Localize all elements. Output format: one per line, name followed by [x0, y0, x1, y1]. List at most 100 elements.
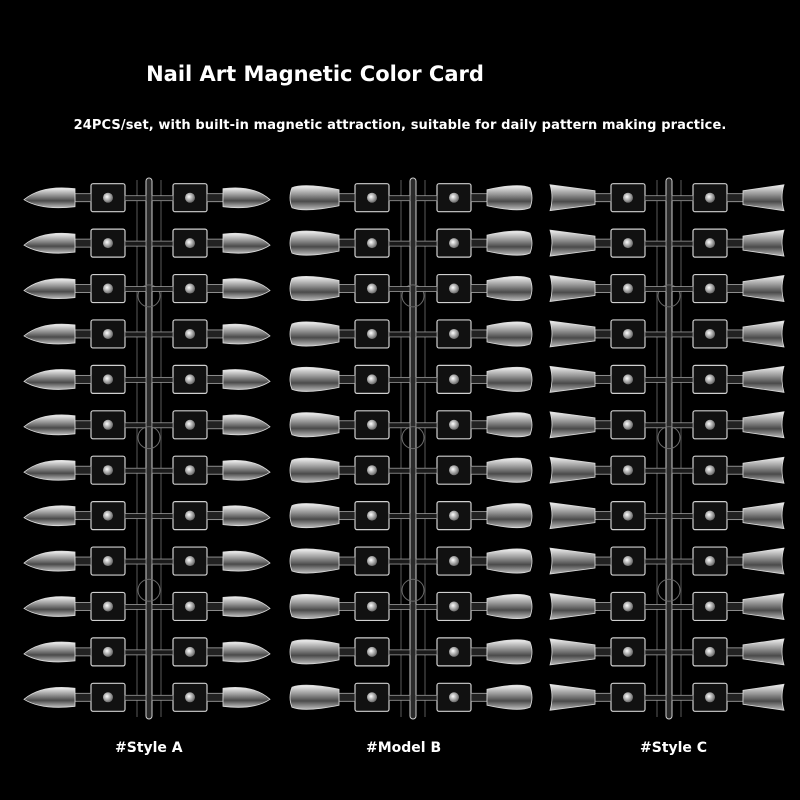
tip-arm	[388, 286, 411, 292]
tip-stem	[470, 602, 488, 611]
nail-tip	[289, 457, 340, 483]
nail-tip	[23, 278, 76, 300]
frame-connector	[401, 284, 425, 308]
tip-arm	[671, 467, 694, 474]
nail-tip	[486, 684, 533, 710]
tip-stem	[338, 193, 356, 203]
magnet-dot	[449, 283, 459, 294]
nail-tip	[742, 683, 785, 711]
nail-tip-row	[549, 273, 785, 304]
nail-tip-row	[23, 455, 271, 485]
nail-tip	[742, 547, 785, 575]
magnet-dot	[103, 328, 113, 339]
tip-stem	[726, 465, 744, 475]
color-card-style-c	[548, 176, 786, 721]
tip-arm	[388, 649, 411, 656]
magnet-dot	[185, 510, 195, 521]
tip-arm	[671, 513, 694, 520]
nail-tip-row	[549, 591, 785, 622]
magnet-dot	[705, 510, 715, 521]
tip-stem	[470, 329, 488, 339]
nail-tip	[222, 687, 271, 708]
nail-tip	[742, 229, 785, 257]
nail-tip-row	[549, 546, 785, 576]
tip-arm	[388, 604, 411, 610]
magnet-dot	[367, 465, 377, 476]
magnet-dot	[185, 192, 195, 203]
nail-tip	[222, 369, 271, 390]
tip-stem	[594, 284, 612, 293]
magnet-dot	[103, 283, 113, 294]
tip-arm	[151, 331, 174, 338]
tip-arm	[671, 558, 694, 565]
tip-stem	[206, 374, 224, 384]
nail-tip	[486, 457, 533, 483]
nail-tip	[289, 321, 340, 347]
tip-arm	[124, 694, 147, 701]
nail-tip	[222, 596, 271, 617]
nail-tip-row	[23, 364, 271, 394]
magnet-dot	[705, 374, 715, 385]
magnet-dot	[623, 238, 633, 249]
magnet-dot	[103, 556, 113, 567]
tip-arm	[671, 240, 694, 247]
tip-arm	[388, 694, 411, 701]
tip-stem	[470, 193, 488, 203]
nail-tip-row	[23, 183, 271, 213]
tip-stem	[726, 556, 744, 566]
nail-tip	[289, 593, 340, 619]
nail-tip	[23, 596, 76, 617]
frame-connector	[401, 578, 425, 602]
magnet-dot	[103, 374, 113, 385]
nail-tip	[742, 184, 785, 212]
tip-arm	[671, 195, 694, 202]
magnet-dot	[449, 465, 459, 476]
magnet-dot	[103, 465, 113, 476]
nail-tip	[486, 366, 533, 392]
tip-stem	[74, 193, 92, 203]
tip-arm	[151, 558, 174, 565]
nail-tip-row	[23, 591, 271, 622]
tip-stem	[726, 511, 744, 521]
tip-stem	[726, 647, 744, 657]
magnet-dot	[367, 646, 377, 657]
tip-arm	[151, 240, 174, 247]
nail-tip-row	[549, 319, 785, 349]
magnet-dot	[705, 328, 715, 339]
magnet-dot	[623, 510, 633, 521]
nail-tip-row	[289, 637, 533, 667]
magnet-dot	[367, 238, 377, 249]
tip-arm	[388, 558, 411, 565]
tip-arm	[671, 649, 694, 656]
nail-tip	[289, 230, 340, 256]
magnet-dot	[367, 328, 377, 339]
tip-arm	[388, 240, 411, 247]
nail-tip	[549, 683, 596, 711]
tip-stem	[726, 193, 744, 203]
nail-tip-row	[23, 319, 271, 349]
magnet-dot	[705, 465, 715, 476]
magnet-dot	[705, 646, 715, 657]
tip-stem	[594, 511, 612, 521]
magnet-dot	[103, 646, 113, 657]
magnet-dot	[185, 328, 195, 339]
tip-stem	[206, 602, 224, 611]
nail-tip	[742, 638, 785, 666]
magnet-dot	[623, 328, 633, 339]
tip-stem	[594, 374, 612, 384]
tip-stem	[74, 420, 92, 430]
nail-tip	[289, 639, 340, 665]
nail-tip	[742, 502, 785, 530]
tip-arm	[644, 331, 667, 338]
nail-tip	[222, 187, 271, 209]
nail-tip-row	[549, 183, 785, 213]
tip-stem	[74, 465, 92, 475]
nail-tip-row	[289, 501, 533, 531]
nail-tip-row	[23, 637, 271, 667]
magnet-dot	[623, 465, 633, 476]
tip-arm	[415, 513, 438, 520]
nail-tip	[289, 366, 340, 392]
tip-arm	[644, 513, 667, 520]
tip-stem	[594, 329, 612, 339]
tip-arm	[124, 376, 147, 383]
